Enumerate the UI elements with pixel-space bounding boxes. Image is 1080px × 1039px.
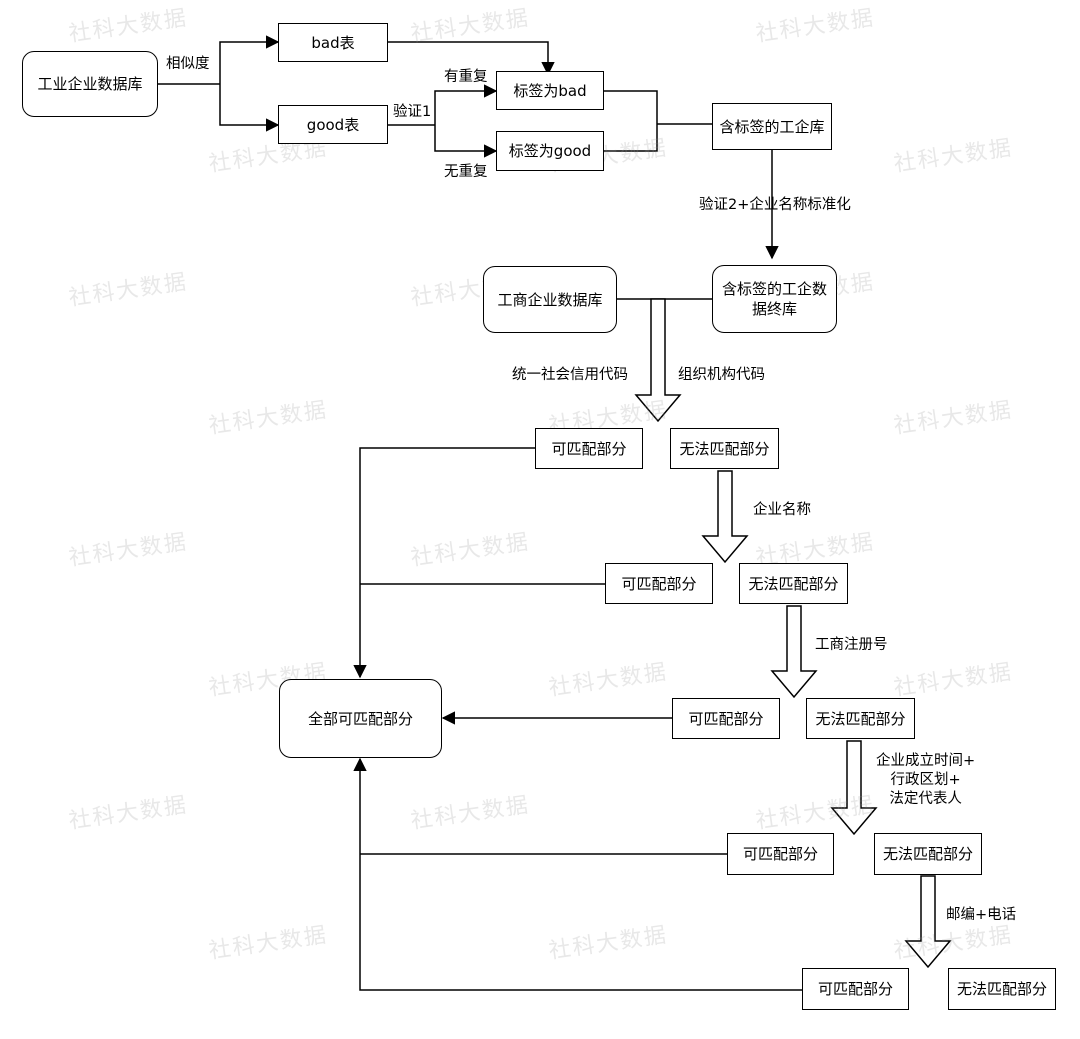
block-arrow-5: [904, 875, 952, 969]
edge-label-no-duplicate: 无重复: [444, 164, 488, 180]
match-part-4: 可匹配部分: [727, 833, 834, 875]
match-part-1: 可匹配部分: [535, 428, 643, 469]
edge-label-similarity: 相似度: [166, 56, 210, 72]
edge-to-label-bad: [434, 84, 498, 125]
block-arrow-4: [830, 740, 878, 836]
edge-match5-return: [353, 757, 802, 991]
nomatch-part-2: 无法匹配部分: [739, 563, 848, 604]
bad-table-node: bad表: [278, 23, 388, 62]
good-table-node: good表: [278, 105, 388, 144]
match-part-5: 可匹配部分: [802, 968, 909, 1010]
edge-label-reg-number: 工商注册号: [815, 637, 888, 653]
commerce-db-node: 工商企业数据库: [483, 266, 617, 333]
nomatch-part-1: 无法匹配部分: [670, 428, 779, 469]
nomatch-part-3: 无法匹配部分: [806, 698, 915, 739]
edge-label-duplicate: 有重复: [444, 69, 488, 85]
block-arrow-1: [634, 298, 682, 423]
edge-to-good-table: [219, 84, 280, 132]
edge-label-time-region-rep: 企业成立时间+ 行政区划+ 法定代表人: [876, 753, 976, 807]
edge-merge: [604, 90, 658, 152]
final-db-node: 含标签的工企数 据终库: [712, 265, 837, 333]
label-good-node: 标签为good: [496, 131, 604, 171]
tagged-db-node: 含标签的工企库: [712, 103, 832, 150]
industrial-db-node: 工业企业数据库: [22, 51, 158, 117]
edge-label-credit-code: 统一社会信用代码: [512, 367, 628, 383]
block-arrow-2: [701, 470, 749, 564]
edge-to-bad-table: [219, 35, 280, 84]
label-bad-node: 标签为bad: [496, 71, 604, 110]
edge-match1-return: [353, 447, 535, 679]
edge-label-company-name: 企业名称: [753, 502, 811, 518]
edge-to-label-good: [434, 125, 498, 158]
match-part-2: 可匹配部分: [605, 563, 713, 604]
all-match-node: 全部可匹配部分: [279, 679, 442, 758]
edge-label-verify2: 验证2+企业名称标准化: [699, 197, 851, 213]
nomatch-part-4: 无法匹配部分: [874, 833, 982, 875]
block-arrow-3: [770, 605, 818, 699]
edge-bad-to-label-bad: [388, 41, 555, 76]
edge-label-zip-phone: 邮编+电话: [946, 907, 1017, 923]
edge-label-verify1: 验证1: [393, 104, 432, 120]
match-part-3: 可匹配部分: [672, 698, 780, 739]
edge-label-org-code: 组织机构代码: [678, 367, 765, 383]
nomatch-part-5: 无法匹配部分: [948, 968, 1056, 1010]
